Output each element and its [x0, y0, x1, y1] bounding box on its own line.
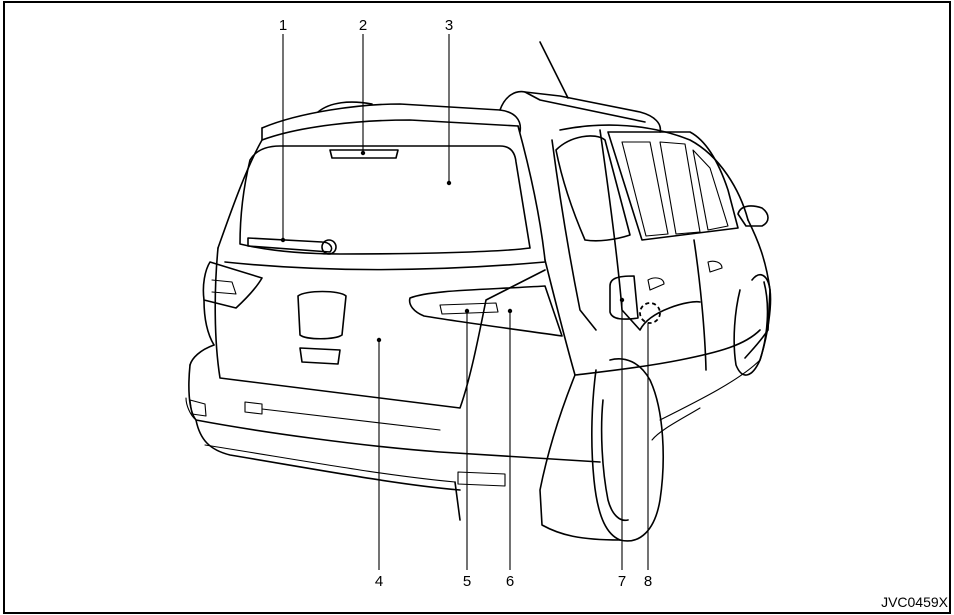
- figure-border: [3, 1, 951, 614]
- figure-code: JVC0459X: [881, 594, 949, 610]
- callout-5: 5: [463, 573, 471, 590]
- callout-1: 1: [279, 17, 287, 34]
- callout-7: 7: [618, 573, 626, 590]
- callout-4: 4: [375, 573, 383, 590]
- callout-8: 8: [644, 573, 652, 590]
- callout-3: 3: [445, 17, 453, 34]
- callout-numbers: 1 2 3 4 5 6 7 8: [279, 17, 652, 590]
- callout-leaders: [280, 34, 649, 570]
- callout-2: 2: [359, 17, 367, 34]
- callout-6: 6: [506, 573, 514, 590]
- vehicle-illustration: [185, 41, 772, 542]
